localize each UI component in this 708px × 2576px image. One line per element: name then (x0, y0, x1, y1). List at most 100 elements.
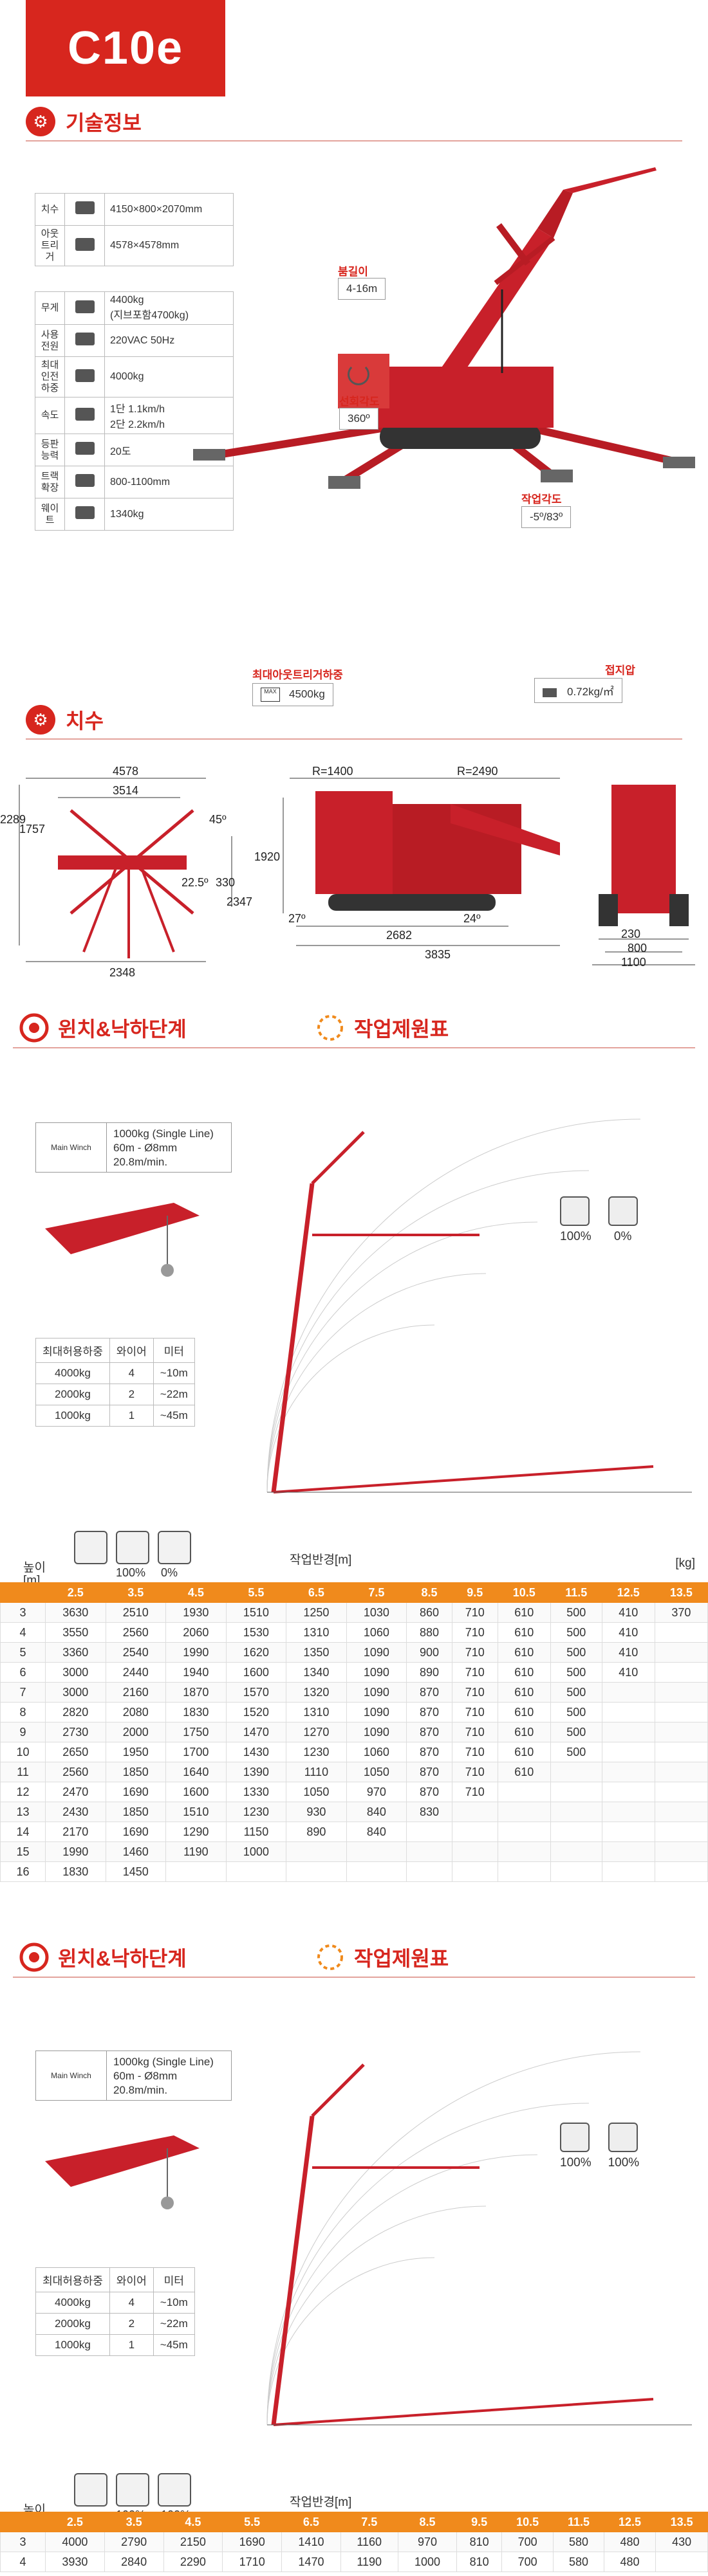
height-cell: 10 (0, 1742, 46, 1762)
load-cell: 870 (406, 1722, 452, 1742)
height-cell: 14 (0, 1822, 46, 1842)
load-cell: 610 (497, 1682, 551, 1703)
load-cell: 1690 (105, 1822, 167, 1842)
load-cell: 1830 (45, 1861, 106, 1882)
load-cell: 2080 (105, 1702, 167, 1722)
height-cell: 15 (0, 1841, 46, 1862)
load-cell: 1320 (286, 1682, 347, 1703)
outrigger-icon (116, 1531, 149, 1564)
radius-header: 8.5 (406, 1582, 452, 1603)
load-cell: 1340 (286, 1662, 347, 1683)
counterweight-mode-icon (608, 1196, 638, 1226)
load-cell: 2790 (104, 2532, 164, 2552)
load-cell: 610 (497, 1702, 551, 1722)
height-cell: 9 (0, 1722, 46, 1742)
load-cell: 2150 (163, 2532, 223, 2552)
radius-header: 13.5 (655, 2512, 708, 2532)
load-cell: 1640 (165, 1762, 227, 1782)
load-cell: 2160 (105, 1682, 167, 1703)
load-cell (601, 1722, 655, 1742)
load-cell: 710 (451, 1742, 498, 1762)
load-cell (451, 1802, 498, 1822)
radius-header: 7.5 (346, 1582, 407, 1603)
dim-width-b: 800 (628, 942, 647, 955)
ground-pressure-value: 0.72kg/㎡ (534, 678, 622, 703)
load-cell: 500 (550, 1622, 602, 1643)
spec-icon-cell (64, 356, 105, 397)
rotation-value: 360º (339, 408, 378, 430)
radius-label-b: 작업반경[m] (290, 2496, 352, 2509)
load-cell: 480 (603, 2532, 657, 2552)
load-cell: 840 (346, 1802, 407, 1822)
counterweight-icon (75, 506, 95, 519)
header-rule (13, 1047, 695, 1048)
load-cell: 2170 (45, 1822, 106, 1842)
load-cell (550, 1822, 602, 1842)
height-cell: 13 (0, 1802, 46, 1822)
dim-left-b: 1757 (19, 823, 45, 836)
load-cell: 1600 (165, 1782, 227, 1802)
winch-header-b: 윈치&낙하단계 (19, 1942, 187, 1972)
crane-boom-arm (494, 235, 555, 286)
height-cell: 8 (0, 1702, 46, 1722)
counterweight-icon (158, 1531, 191, 1564)
load-cell: 610 (497, 1602, 551, 1623)
boom-length-value: 4-16m (338, 278, 386, 300)
load-cell: 1410 (281, 2532, 341, 2552)
load-cell (286, 1861, 347, 1882)
load-cell: 1930 (165, 1602, 227, 1623)
spec-value: 4000kg (104, 356, 234, 397)
chart-header-a: 작업제원표 (315, 1013, 449, 1043)
model-title: C10e (26, 0, 225, 96)
gear-icon: ⚙ (26, 107, 55, 136)
load-cell (654, 1841, 708, 1862)
load-cell (346, 1861, 407, 1882)
load-cell: 880 (406, 1622, 452, 1643)
load-cell: 500 (550, 1722, 602, 1742)
load-cell: 1330 (225, 1782, 287, 1802)
outrigger-pad (541, 470, 573, 482)
crane-jib (563, 167, 657, 193)
radius-header: 11.5 (550, 1582, 602, 1603)
load-cell (601, 1822, 655, 1842)
winch-spec-box-b: Main Winch 1000kg (Single Line) 60m - Ø8… (35, 2051, 232, 2101)
gear-icon: ⚙ (26, 705, 55, 735)
falls-cell: 4 (109, 2292, 154, 2314)
winch-spec-box-a: Main Winch 1000kg (Single Line) 60m - Ø8… (35, 1122, 232, 1173)
load-cell: 710 (451, 1722, 498, 1742)
load-cell: 710 (451, 1602, 498, 1623)
dim-top-b: 3514 (113, 784, 138, 797)
mode-counterweight-b: 100% (608, 2123, 639, 2170)
mode-outrigger-b: 100% (560, 2123, 592, 2170)
load-cell: 2650 (45, 1742, 106, 1762)
dim-width-c: 1100 (621, 956, 646, 969)
radius-header: 7.5 (340, 2512, 398, 2532)
load-cell (601, 1742, 655, 1762)
load-cell: 1090 (346, 1662, 407, 1683)
dim-bottom: 2348 (109, 966, 135, 979)
height-cell: 4 (0, 2552, 46, 2572)
load-cell: 840 (346, 1822, 407, 1842)
work-angle-label: 작업각도 (521, 493, 562, 506)
load-cell: 1060 (346, 1622, 407, 1643)
load-cell (601, 1841, 655, 1862)
height-cell: 11 (0, 1762, 46, 1782)
load-cell: 2060 (165, 1622, 227, 1643)
load-cell: 2820 (45, 1702, 106, 1722)
load-cell (497, 1802, 551, 1822)
unit-label-a: [kg] (675, 1557, 695, 1570)
load-cell: 2470 (45, 1782, 106, 1802)
spec-icon-cell (64, 498, 105, 531)
crane-track (380, 425, 541, 449)
load-cell: 1250 (286, 1602, 347, 1623)
ground-pressure-text: 0.72kg/㎡ (567, 686, 614, 698)
load-cell: 410 (601, 1662, 655, 1683)
